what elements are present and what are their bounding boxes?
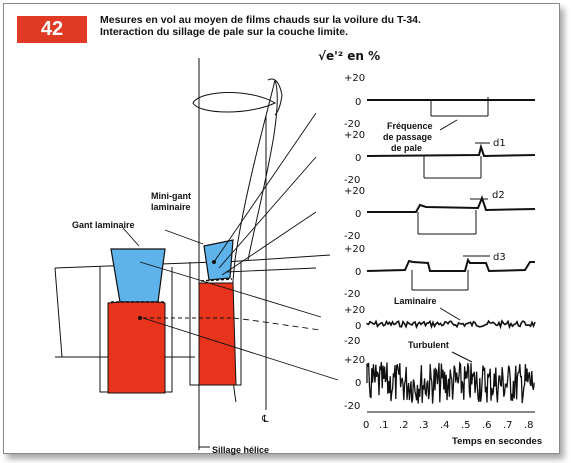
turbulent-pointer — [451, 351, 473, 363]
blade-tip — [267, 78, 283, 116]
figure-title: Mesures en vol au moyen de films chauds … — [100, 14, 421, 38]
wing-diagram — [54, 58, 331, 450]
wing-upper-edge-right — [224, 254, 331, 263]
sensor-dot-2 — [138, 316, 142, 320]
mini-gant-label-1: Mini-gant — [151, 191, 191, 201]
sensor-dot-1 — [212, 260, 216, 264]
trace-6-tick-minus: -20 — [344, 401, 360, 412]
gant-laminar-zone — [110, 248, 166, 303]
title-line-2: Interaction du sillage de pale sur la co… — [100, 26, 348, 38]
x-tick-6: .6 — [482, 420, 492, 431]
trace-6: +20 0 -20 Turbulent — [344, 340, 535, 412]
trace-3-tick-plus: +20 — [344, 186, 365, 197]
laminaire-label: Laminaire — [394, 296, 437, 306]
freq-label-3: de pale — [391, 143, 422, 153]
sillage-helice-label: Sillage hélice — [212, 445, 269, 455]
trace-4: +20 0 -20 d3 — [344, 244, 535, 300]
trace-2-signal — [366, 143, 536, 158]
unit-label: √e'² en % — [318, 49, 380, 63]
trace-5: +20 0 -20 Laminaire — [344, 296, 536, 347]
trace-3: +20 0 -20 d2 — [344, 186, 536, 242]
gant-laminaire-label: Gant laminaire — [72, 220, 135, 230]
x-axis-label: Temps en secondes — [452, 436, 542, 447]
sensor-leader-lines — [122, 112, 339, 381]
x-tick-3: .3 — [419, 420, 429, 431]
propeller-blade-right-edge — [247, 79, 278, 261]
x-tick-5: .5 — [461, 420, 471, 431]
trace-5-signal — [366, 319, 536, 330]
trace-6-tick-zero: 0 — [355, 378, 361, 389]
x-tick-0: 0 — [363, 420, 369, 431]
mini-gant-label-2: laminaire — [151, 202, 191, 212]
time-axis: 0 .1 .2 .3 .4 .5 .6 .7 .8 Temps en secon… — [363, 411, 542, 447]
x-tick-8: .8 — [524, 420, 534, 431]
gant-turbulent-zone — [107, 301, 166, 394]
trace-5-tick-plus: +20 — [344, 305, 365, 316]
x-tick-2: .2 — [399, 420, 409, 431]
trace-2-tick-minus: -20 — [344, 175, 360, 186]
freq-label-2: de passage — [383, 132, 432, 142]
mini-gant-turbulent-zone — [198, 282, 237, 386]
trace-4-tick-minus: -20 — [344, 289, 360, 300]
centerline-symbol: ℄ — [261, 414, 269, 425]
trace-6-tick-plus: +20 — [344, 355, 365, 366]
x-tick-4: .4 — [440, 420, 450, 431]
trace-5-tick-minus: -20 — [344, 336, 360, 347]
trace-4-d3: d3 — [493, 252, 506, 263]
propeller-blade-section — [192, 92, 277, 113]
wing-root — [54, 267, 63, 358]
freq-pointer — [439, 119, 458, 131]
trace-2-d1: d1 — [493, 138, 506, 149]
mini-gant-transition-line — [200, 278, 233, 282]
trace-1: +20 0 -20 — [344, 73, 535, 130]
x-tick-1: .1 — [379, 420, 389, 431]
trace-4-tick-zero: 0 — [355, 267, 361, 278]
figure-number-badge: 42 — [17, 16, 87, 43]
trace-5-tick-zero: 0 — [355, 321, 361, 332]
trace-3-tick-zero: 0 — [355, 209, 361, 220]
propeller-blade-left-edge — [230, 79, 276, 403]
trace-1-tick-zero: 0 — [355, 97, 361, 108]
trace-3-signal — [367, 195, 536, 213]
trace-4-tick-plus: +20 — [344, 244, 365, 255]
mini-gant-laminar-zone — [203, 239, 234, 281]
freq-label-1: Fréquence — [387, 121, 433, 131]
turbulent-label: Turbulent — [408, 340, 449, 350]
trace-1-tick-minus: -20 — [344, 119, 360, 130]
trace-6-signal — [366, 361, 535, 404]
trace-1-tick-plus: +20 — [344, 73, 365, 84]
trace-3-tick-minus: -20 — [344, 231, 360, 242]
figure-frame — [3, 3, 560, 454]
trace-2: +20 0 -20 d1 — [344, 130, 536, 186]
x-tick-7: .7 — [503, 420, 513, 431]
trace-3-d2: d2 — [492, 190, 505, 201]
laminaire-pointer — [439, 307, 461, 321]
trace-2-tick-plus: +20 — [344, 130, 365, 141]
trace-2-tick-zero: 0 — [355, 153, 361, 164]
trace-4-signal — [366, 257, 535, 273]
title-line-1: Mesures en vol au moyen de films chauds … — [100, 14, 421, 26]
